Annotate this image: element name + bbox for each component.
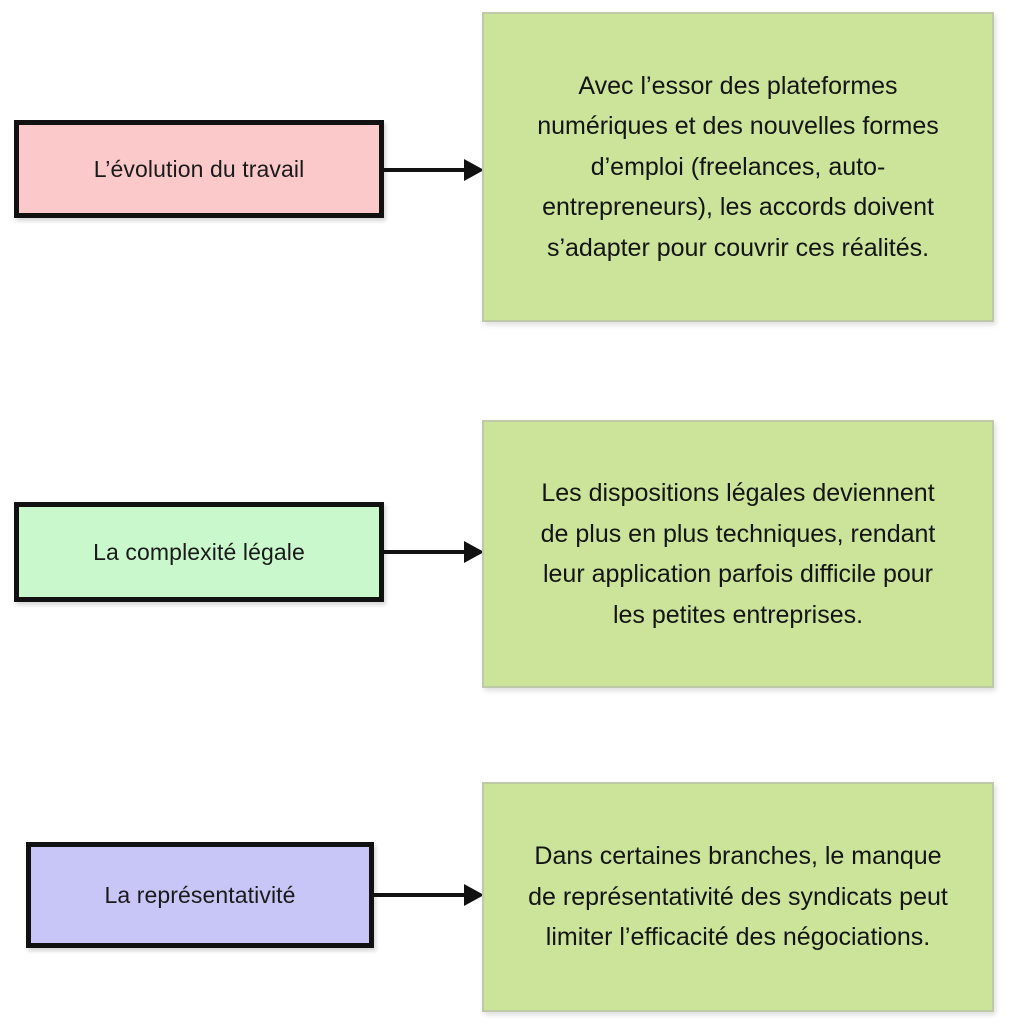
detail-text: Avec l’essor des plateformes numériques …	[537, 71, 939, 262]
detail-text: Dans certaines branches, le manque de re…	[528, 842, 948, 952]
topic-box-representativite[interactable]: La représentativité	[26, 842, 374, 948]
topic-box-evolution-du-travail[interactable]: L’évolution du travail	[14, 120, 384, 218]
arrow-head	[464, 541, 484, 563]
detail-text: Les dispositions légales deviennent de p…	[540, 479, 936, 629]
topic-label: La complexité légale	[93, 538, 305, 565]
topic-label: La représentativité	[104, 881, 296, 908]
topic-label: L’évolution du travail	[93, 155, 305, 182]
arrow-right-icon-row-2	[384, 541, 484, 563]
detail-box-representativite[interactable]: Dans certaines branches, le manque de re…	[482, 782, 994, 1012]
arrow-shaft	[384, 168, 466, 172]
arrow-shaft	[384, 550, 466, 554]
detail-box-complexite-legale[interactable]: Les dispositions légales deviennent de p…	[482, 420, 994, 688]
arrow-head	[464, 884, 484, 906]
arrow-head	[464, 159, 484, 181]
detail-box-evolution-du-travail[interactable]: Avec l’essor des plateformes numériques …	[482, 12, 994, 322]
arrow-shaft	[374, 893, 466, 897]
topic-box-complexite-legale[interactable]: La complexité légale	[14, 502, 384, 602]
arrow-right-icon-row-3	[374, 884, 484, 906]
arrow-right-icon-row-1	[384, 159, 484, 181]
